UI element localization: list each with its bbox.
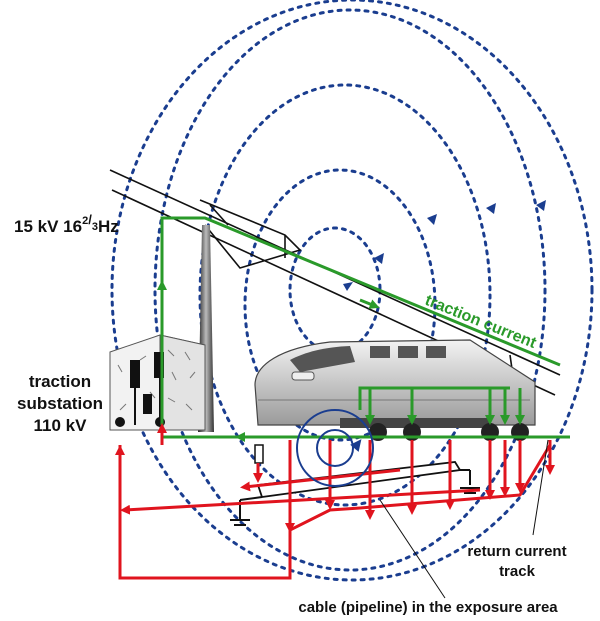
return-track-leader [532, 439, 549, 536]
return-current-label-line1: return current [467, 543, 566, 560]
support-arm [199, 199, 302, 269]
field-line-4 [153, 8, 547, 572]
cable-label: cable (pipeline) in the exposure area [298, 599, 558, 616]
return-current-label-line2: track [499, 563, 536, 580]
field-arrow [343, 282, 353, 291]
field-line-2 [243, 168, 437, 442]
cable-leader [379, 499, 446, 599]
voltage-label: 15 kV 162/3Hz [14, 212, 119, 236]
substation-label-line2: substation [17, 394, 103, 413]
field-arrow [427, 214, 437, 225]
substation-label-line1: traction [29, 372, 91, 391]
field-line-1 [288, 226, 382, 354]
insulating-joint [254, 444, 264, 464]
field-direction-arrows [343, 200, 546, 291]
ground-icon [460, 487, 480, 494]
field-line-3 [198, 83, 492, 507]
dropper [209, 204, 229, 226]
field-arrow [486, 203, 496, 214]
field-arrow [374, 253, 384, 264]
ground-icon [230, 519, 250, 526]
field-line-5 [110, 0, 594, 582]
traction-current-path [157, 216, 570, 442]
substation-icon [109, 334, 206, 431]
field-arrow [536, 200, 546, 211]
return-current-path [115, 423, 555, 580]
substation-label-line3: 110 kV [34, 416, 88, 435]
induced-field-loop [296, 409, 374, 487]
